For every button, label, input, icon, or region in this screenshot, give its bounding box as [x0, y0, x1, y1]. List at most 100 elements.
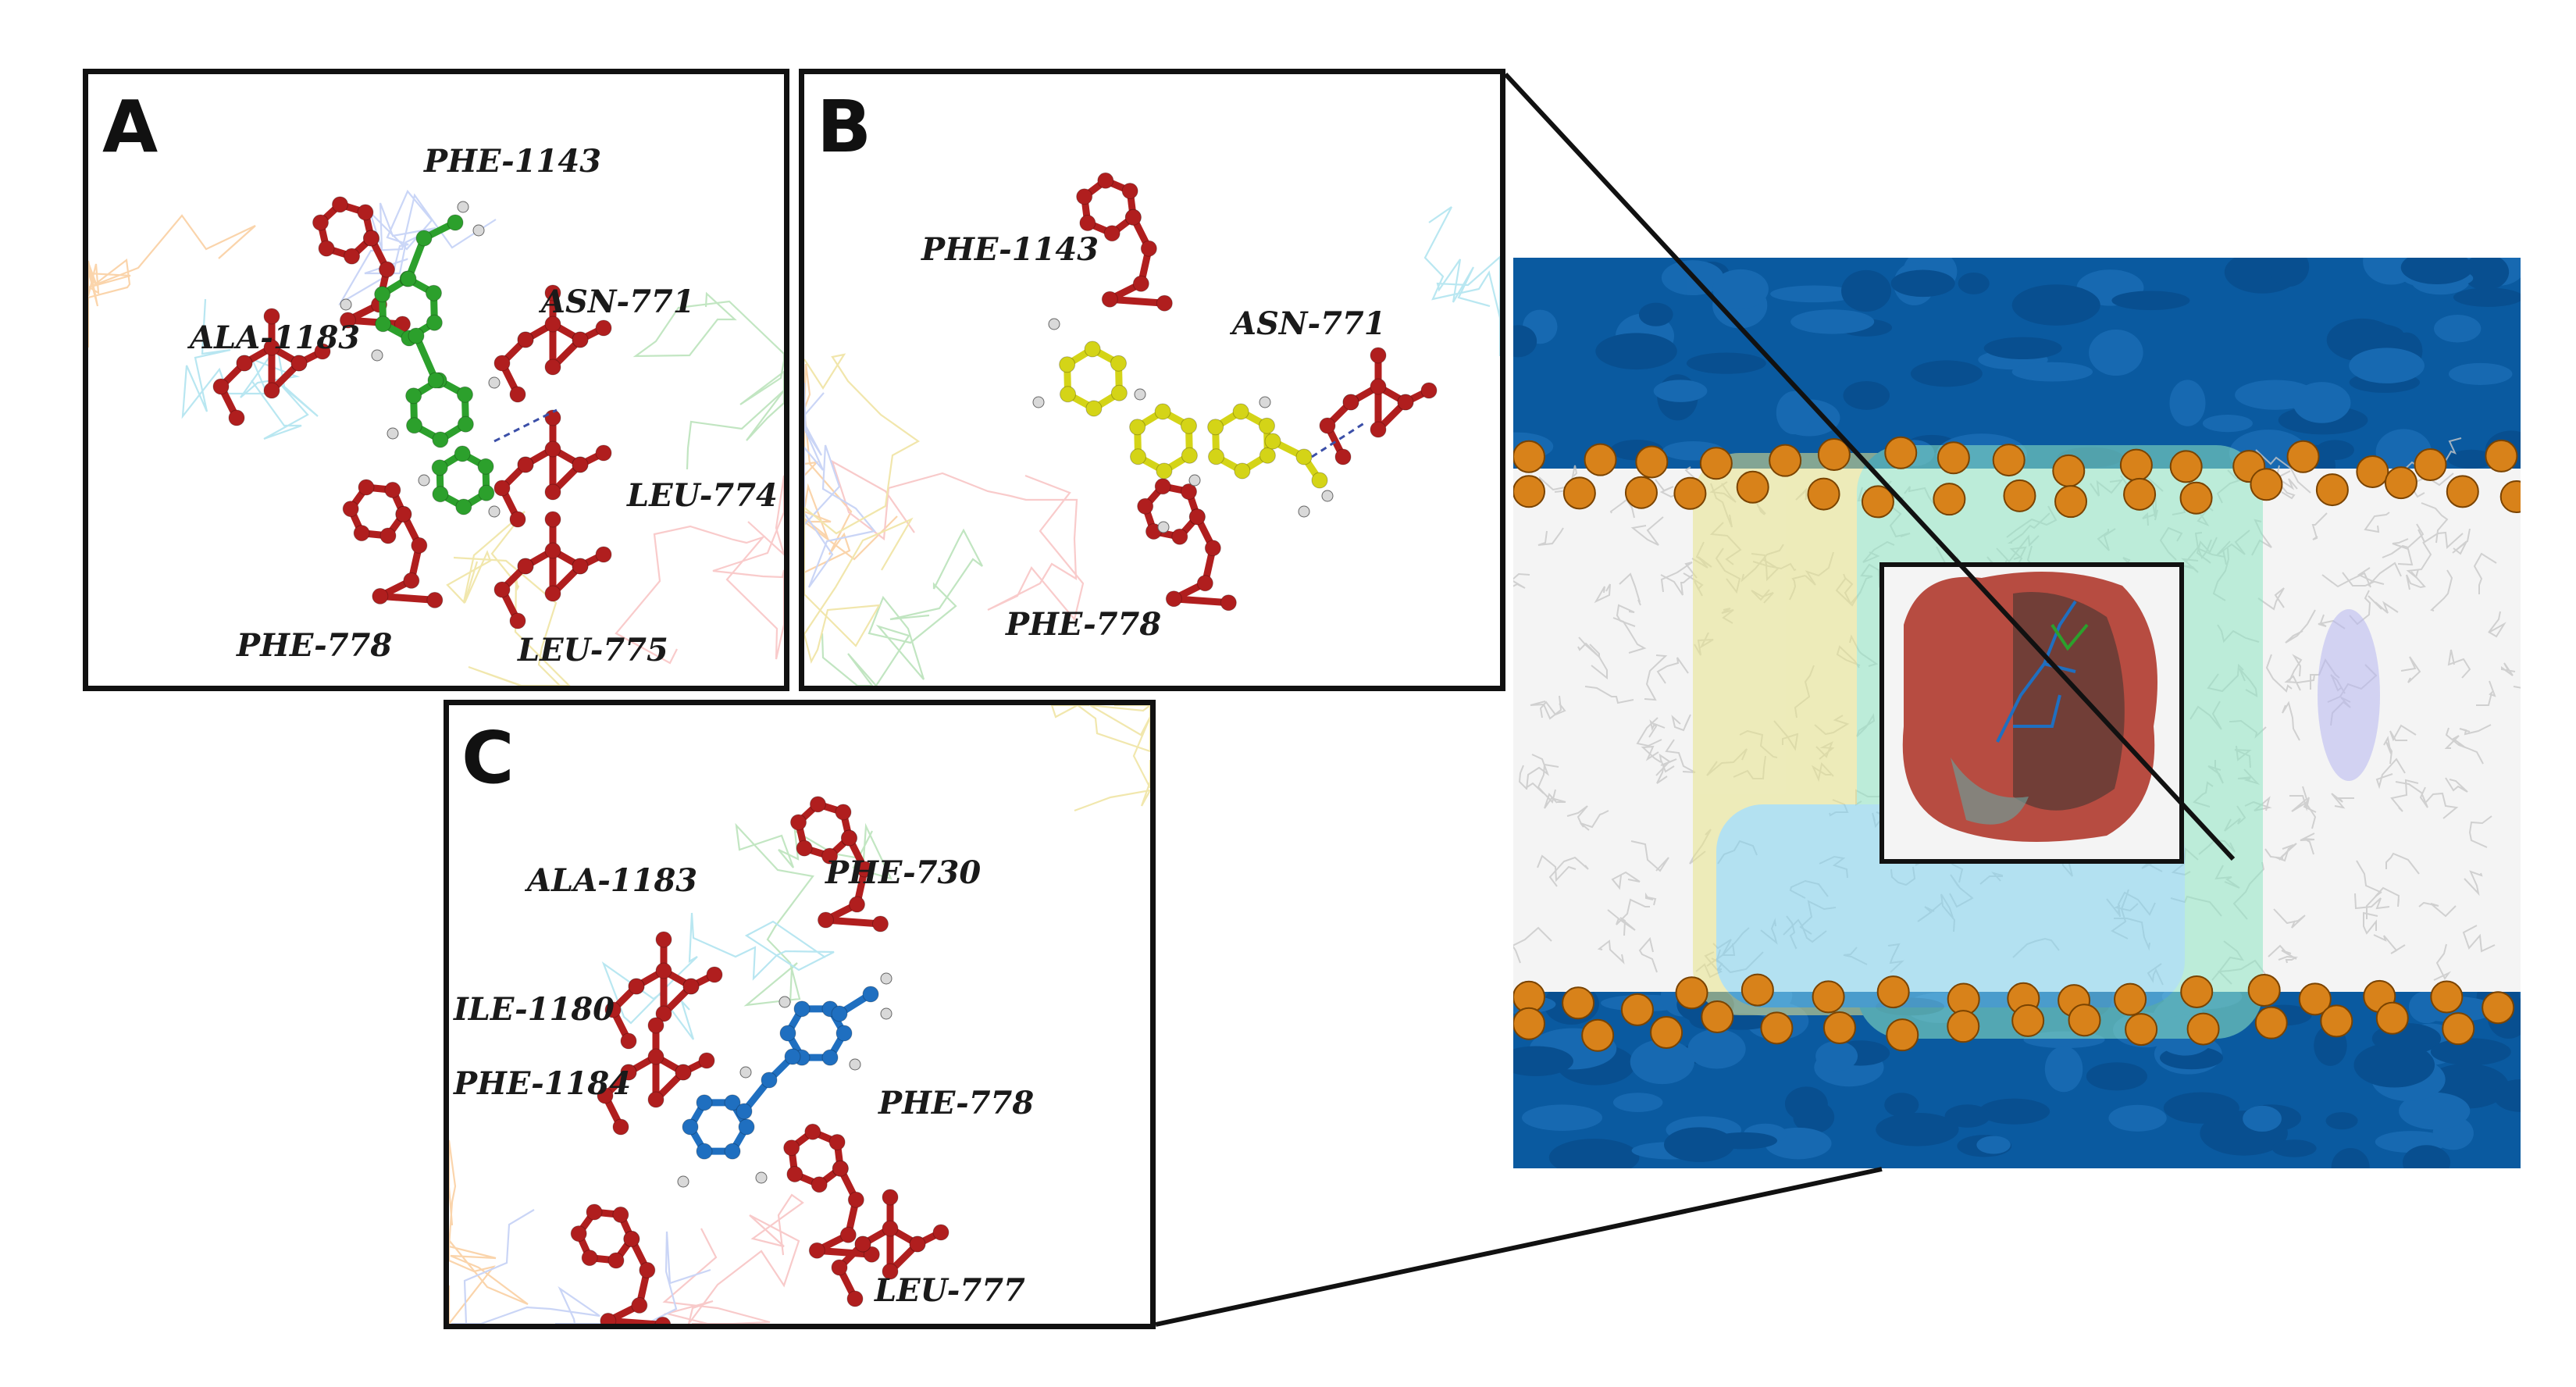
lipid-tail: [2321, 572, 2371, 588]
phosphate-bead: [1624, 476, 1658, 509]
lipid-tail: [2395, 781, 2428, 808]
solvent-blob: [2241, 1104, 2302, 1132]
solvent-blob: [2224, 258, 2300, 294]
phosphate-bead: [2315, 473, 2349, 507]
lipid-tail: [2462, 925, 2496, 953]
lipid-tail: [1513, 926, 1552, 964]
atom: [1370, 347, 1387, 364]
atom: [784, 1048, 801, 1065]
residue-asn-771: [1319, 347, 1438, 465]
solvent-blob: [2471, 258, 2521, 286]
atom: [1204, 540, 1221, 557]
hydrogen-atom: [1259, 396, 1271, 408]
phosphate-bead: [1701, 1000, 1734, 1034]
atom: [1311, 472, 1328, 489]
ligand-green: [340, 201, 501, 518]
residue-phe-1143: [312, 196, 411, 333]
solvent-blob: [1638, 302, 1673, 326]
atom: [411, 537, 428, 554]
atom: [698, 1052, 715, 1069]
lipid-tail: [2356, 860, 2382, 919]
atom: [263, 308, 280, 325]
bond: [347, 316, 403, 328]
atom: [1156, 294, 1173, 312]
phosphate-bead: [1812, 980, 1845, 1014]
atom: [1084, 341, 1101, 358]
phosphate-bead: [2011, 1004, 2045, 1037]
atom: [212, 378, 230, 395]
atom: [344, 248, 361, 265]
hydrogen-atom: [739, 1066, 752, 1079]
solvent-blob: [2462, 258, 2510, 291]
atom: [263, 339, 280, 356]
hydrogen-atom: [488, 505, 501, 518]
phosphate-bead: [1933, 483, 1966, 516]
pocket-shadow: [2013, 592, 2125, 811]
solvent-blob: [2434, 315, 2482, 343]
backbone-chain: [632, 291, 784, 470]
lipid-tail: [2382, 523, 2425, 558]
atom: [597, 1087, 614, 1104]
atom: [1188, 508, 1206, 526]
atom: [1319, 417, 1336, 434]
atom: [339, 312, 356, 329]
solvent-blob: [1765, 1127, 1832, 1160]
phosphate-bead: [1769, 444, 1802, 477]
solvent-blob: [1631, 1142, 1712, 1160]
panel-a-molecule-view: [88, 189, 784, 686]
backbone-chain: [1050, 705, 1150, 812]
lipid-tail: [2476, 680, 2496, 706]
phosphate-bead: [2485, 439, 2518, 472]
solvent-blob: [2108, 1104, 2167, 1132]
panel-b-molecule-view: [804, 172, 1500, 686]
atom: [517, 331, 534, 348]
phosphate-bead: [2298, 982, 2332, 1016]
lipid-tail: [2364, 512, 2390, 533]
lipid-tail: [2385, 852, 2420, 875]
lipid-tail: [2433, 943, 2452, 981]
solvent-blob: [2044, 1046, 2083, 1093]
atom: [793, 1000, 811, 1018]
solvent-blob: [1958, 272, 1990, 294]
atom: [863, 1246, 880, 1263]
lipid-tail: [2473, 552, 2497, 594]
phosphate-bead: [1740, 973, 1774, 1007]
phosphate-bead: [1699, 447, 1733, 480]
phosphate-bead: [1620, 993, 1654, 1026]
solvent-blob: [1548, 1139, 1640, 1168]
phosphate-bead: [2250, 468, 2283, 501]
hydrogen-atom: [1321, 490, 1334, 502]
atom: [932, 1224, 950, 1241]
solvent-blob: [1712, 269, 1769, 309]
atom: [811, 1176, 828, 1193]
residue-phe-1184: [570, 1203, 672, 1324]
phosphate-bead: [1584, 443, 1617, 476]
atom: [848, 896, 865, 913]
atom: [318, 240, 335, 257]
residue-asn-771: [493, 284, 612, 403]
panel-b-letter: B: [817, 85, 872, 169]
atom: [456, 386, 473, 403]
atom: [544, 358, 561, 376]
atom: [374, 286, 391, 303]
atom: [620, 1032, 637, 1050]
hydrogen-atom: [1188, 474, 1201, 487]
atom: [696, 1094, 713, 1111]
solvent-blob: [2493, 1079, 2521, 1112]
phosphate-bead: [2442, 1012, 2475, 1046]
atom: [406, 417, 423, 434]
phosphate-bead: [1861, 485, 1894, 519]
atom: [1258, 417, 1275, 434]
atom: [457, 415, 474, 433]
residue-phe-778: [1137, 478, 1237, 611]
atom: [595, 444, 612, 462]
atom: [790, 814, 807, 831]
atom: [1181, 447, 1198, 464]
solvent-blob: [2325, 1112, 2358, 1130]
phosphate-bead: [2482, 991, 2515, 1025]
atom: [517, 456, 534, 473]
atom: [236, 355, 253, 372]
atom: [871, 915, 889, 932]
lipid-tail: [2331, 793, 2354, 809]
solvent-blob: [1790, 309, 1875, 334]
